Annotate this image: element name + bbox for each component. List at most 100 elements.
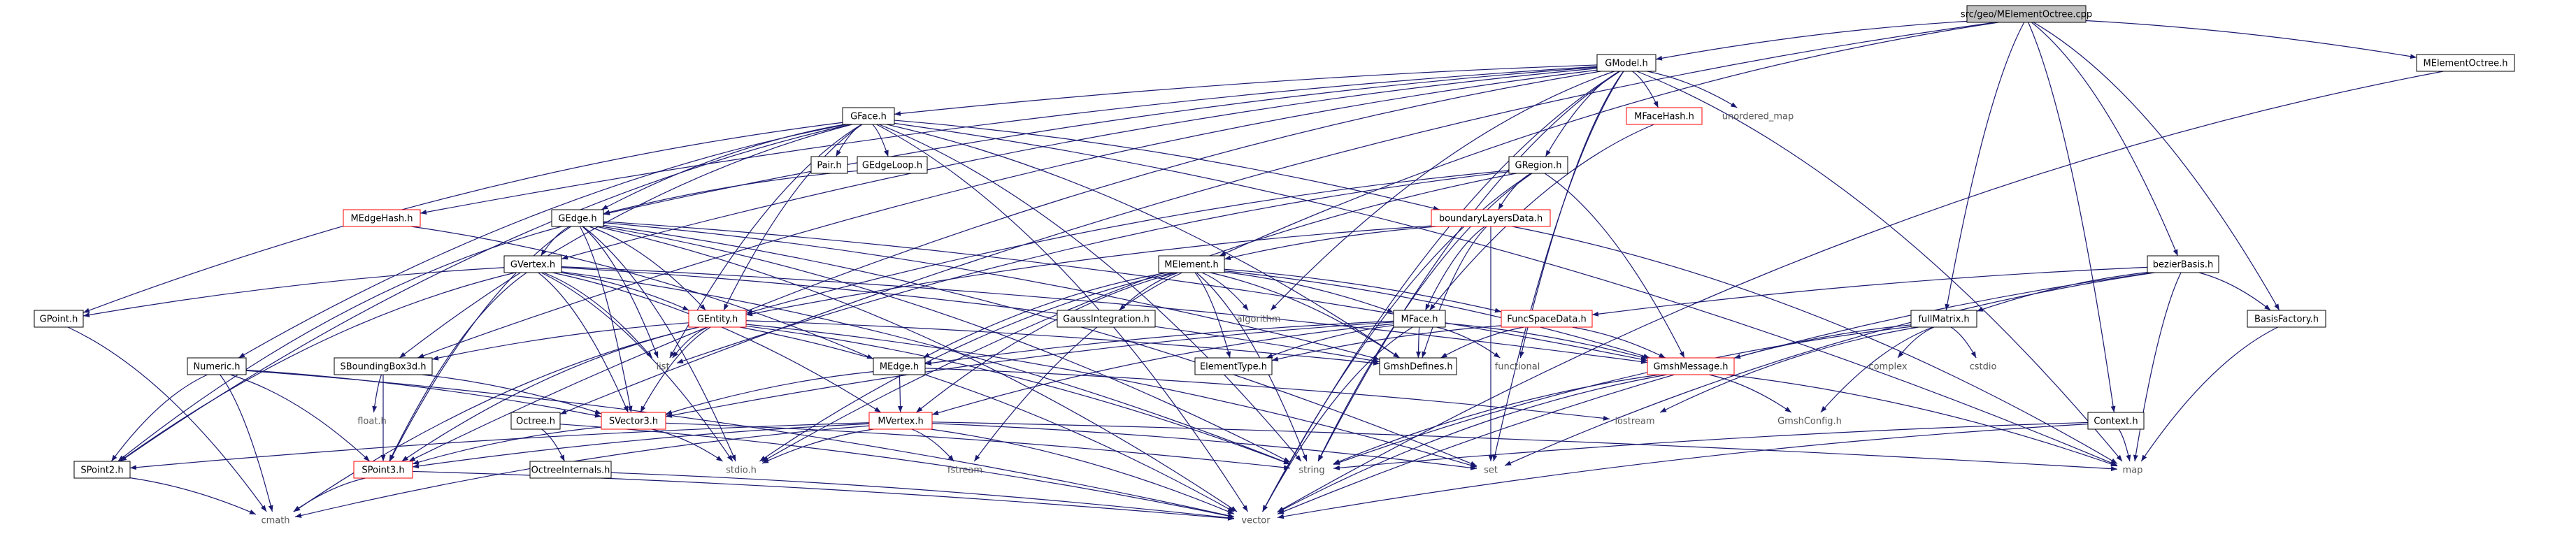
edge-src-to-gmodel [1655, 20, 1968, 61]
node-mvertex[interactable]: MVertex.h [868, 412, 933, 430]
node-mfacehash-box [1626, 107, 1703, 125]
node-boundarylayers[interactable]: boundaryLayersData.h [1431, 209, 1551, 227]
edge-gentity-to-string [745, 325, 1291, 465]
node-gentity-box [688, 310, 747, 328]
node-src[interactable]: src/geo/MElementOctree.cpp [1961, 5, 2092, 23]
node-cmath-label: cmath [261, 516, 289, 526]
node-gmshmessage[interactable]: GmshMessage.h [1647, 357, 1735, 375]
node-melementoctree[interactable]: MElementOctree.h [2416, 54, 2515, 72]
node-bezierbasis[interactable]: bezierBasis.h [2147, 255, 2219, 273]
edge-mvertex-to-cmath [294, 425, 870, 518]
edge-medgehash-to-medge [410, 226, 874, 359]
edge-spoint3-to-vector [412, 470, 1235, 521]
edge-gmshmessage-to-gmshconfig [1709, 374, 1792, 413]
edge-context-to-string [1333, 421, 2089, 470]
node-elementtype[interactable]: ElementType.h [1194, 357, 1273, 375]
node-melement[interactable]: MElement.h [1158, 255, 1225, 273]
edge-gedge-to-gmshmessage [603, 221, 1648, 362]
node-gaussint[interactable]: GaussIntegration.h [1057, 310, 1156, 328]
node-numeric[interactable]: Numeric.h [187, 357, 247, 375]
edge-bezierbasis-to-set [1504, 272, 2155, 466]
node-gentity[interactable]: GEntity.h [688, 310, 747, 328]
node-spoint3-label: SPoint3.h [362, 466, 404, 476]
node-functional: functional [1495, 362, 1540, 373]
node-gedgeloop[interactable]: GEdgeLoop.h [857, 156, 928, 174]
node-pair[interactable]: Pair.h [810, 156, 848, 174]
node-basisfactory[interactable]: BasisFactory.h [2247, 310, 2326, 328]
edge-mface-to-mvertex [931, 323, 1394, 415]
node-gface[interactable]: GFace.h [842, 107, 895, 125]
node-gmshconfig: GmshConfig.h [1777, 417, 1842, 427]
node-float-label: float.h [357, 417, 387, 427]
edge-gmshmessage-to-string [1333, 374, 1661, 465]
edge-bezierbasis-to-funcspace [1591, 266, 2148, 317]
edge-mface-to-gmshdefines [1416, 326, 1422, 359]
node-sbbox[interactable]: SBoundingBox3d.h [334, 357, 433, 375]
edge-gregion-to-gentity [745, 170, 1510, 315]
node-fullmatrix[interactable]: fullMatrix.h [1910, 310, 1977, 328]
node-gvertex[interactable]: GVertex.h [503, 255, 562, 273]
node-gedge[interactable]: GEdge.h [551, 209, 604, 227]
node-gmshmessage-label: GmshMessage.h [1653, 362, 1728, 373]
node-unordered_map-label: unordered_map [1722, 112, 1794, 122]
node-gvertex-box [503, 255, 562, 273]
edge-gregion-to-vector [1262, 173, 1532, 512]
node-context[interactable]: Context.h [2087, 412, 2145, 430]
edge-gedge-to-gentity [589, 226, 706, 311]
edge-boundarylayers-to-map [1512, 226, 2118, 464]
edge-numeric-to-cmath [220, 374, 273, 512]
edge-bezierbasis-to-basisfactory [2198, 272, 2271, 311]
edge-gedge-to-gmshdefines [603, 222, 1380, 361]
node-gpoint[interactable]: GPoint.h [34, 310, 84, 328]
edge-gedge-to-stdio [582, 226, 736, 462]
node-svector3[interactable]: SVector3.h [601, 412, 666, 430]
node-mvertex-label: MVertex.h [878, 417, 923, 427]
edge-gface-to-boundarylayers [894, 120, 1440, 211]
edge-gmodel-to-spoint3 [408, 71, 1601, 462]
node-spoint3[interactable]: SPoint3.h [353, 461, 413, 479]
edge-numeric-to-spoint2 [110, 374, 208, 462]
node-gmodel[interactable]: GModel.h [1596, 54, 1656, 72]
edge-gface-to-gmshdefines [887, 124, 1400, 359]
edge-gmodel-to-gvertex [561, 68, 1598, 260]
node-boundarylayers-label: boundaryLayersData.h [1439, 214, 1543, 224]
node-funcspace[interactable]: FuncSpaceData.h [1501, 310, 1593, 328]
dependency-edges [67, 20, 2444, 521]
node-set: set [1484, 466, 1498, 476]
node-medge[interactable]: MEdge.h [873, 357, 926, 375]
node-octree[interactable]: Octree.h [510, 412, 561, 430]
edge-mvertex-to-set [931, 423, 1477, 470]
edge-gmodel-to-vector [1262, 71, 1620, 512]
edge-gentity-to-vector [739, 326, 1235, 512]
edge-mface-to-vector [1262, 326, 1413, 512]
node-mfacehash-label: MFaceHash.h [1634, 112, 1694, 122]
edge-gvertex-to-string [561, 271, 1291, 465]
edge-mvertex-to-stdio [761, 428, 874, 464]
edge-gedge-to-set [603, 224, 1477, 467]
node-gregion[interactable]: GRegion.h [1508, 156, 1568, 174]
edge-melement-to-gmshmessage [1224, 271, 1650, 359]
node-funcspace-label: FuncSpaceData.h [1507, 315, 1586, 325]
node-gmshdefines[interactable]: GmshDefines.h [1379, 357, 1457, 375]
node-spoint2-label: SPoint2.h [80, 466, 123, 476]
node-mface[interactable]: MFace.h [1393, 310, 1446, 328]
node-set-label: set [1484, 466, 1498, 476]
edge-gmodel-to-algorithm [1270, 71, 1615, 311]
node-gpoint-box [34, 310, 84, 328]
edge-gentity-to-svector3 [640, 326, 711, 413]
node-octree-label: Octree.h [516, 417, 555, 427]
edge-gface-to-gedge [601, 124, 845, 210]
node-medge-box [873, 357, 926, 375]
node-spoint2[interactable]: SPoint2.h [73, 461, 131, 479]
node-fullmatrix-box [1910, 310, 1977, 328]
edge-gedge-to-string [601, 226, 1291, 463]
edge-melement-to-funcspace [1224, 268, 1502, 313]
edge-gregion-to-boundarylayers [1498, 173, 1531, 210]
node-cstdio-label: cstdio [1970, 362, 1997, 373]
edge-gmodel-to-gface [894, 64, 1598, 116]
node-medgehash[interactable]: MEdgeHash.h [343, 209, 421, 227]
node-octreeinternals[interactable]: OctreeInternals.h [529, 461, 612, 479]
node-mfacehash[interactable]: MFaceHash.h [1626, 107, 1703, 125]
edge-gregion-to-string [1317, 173, 1533, 462]
